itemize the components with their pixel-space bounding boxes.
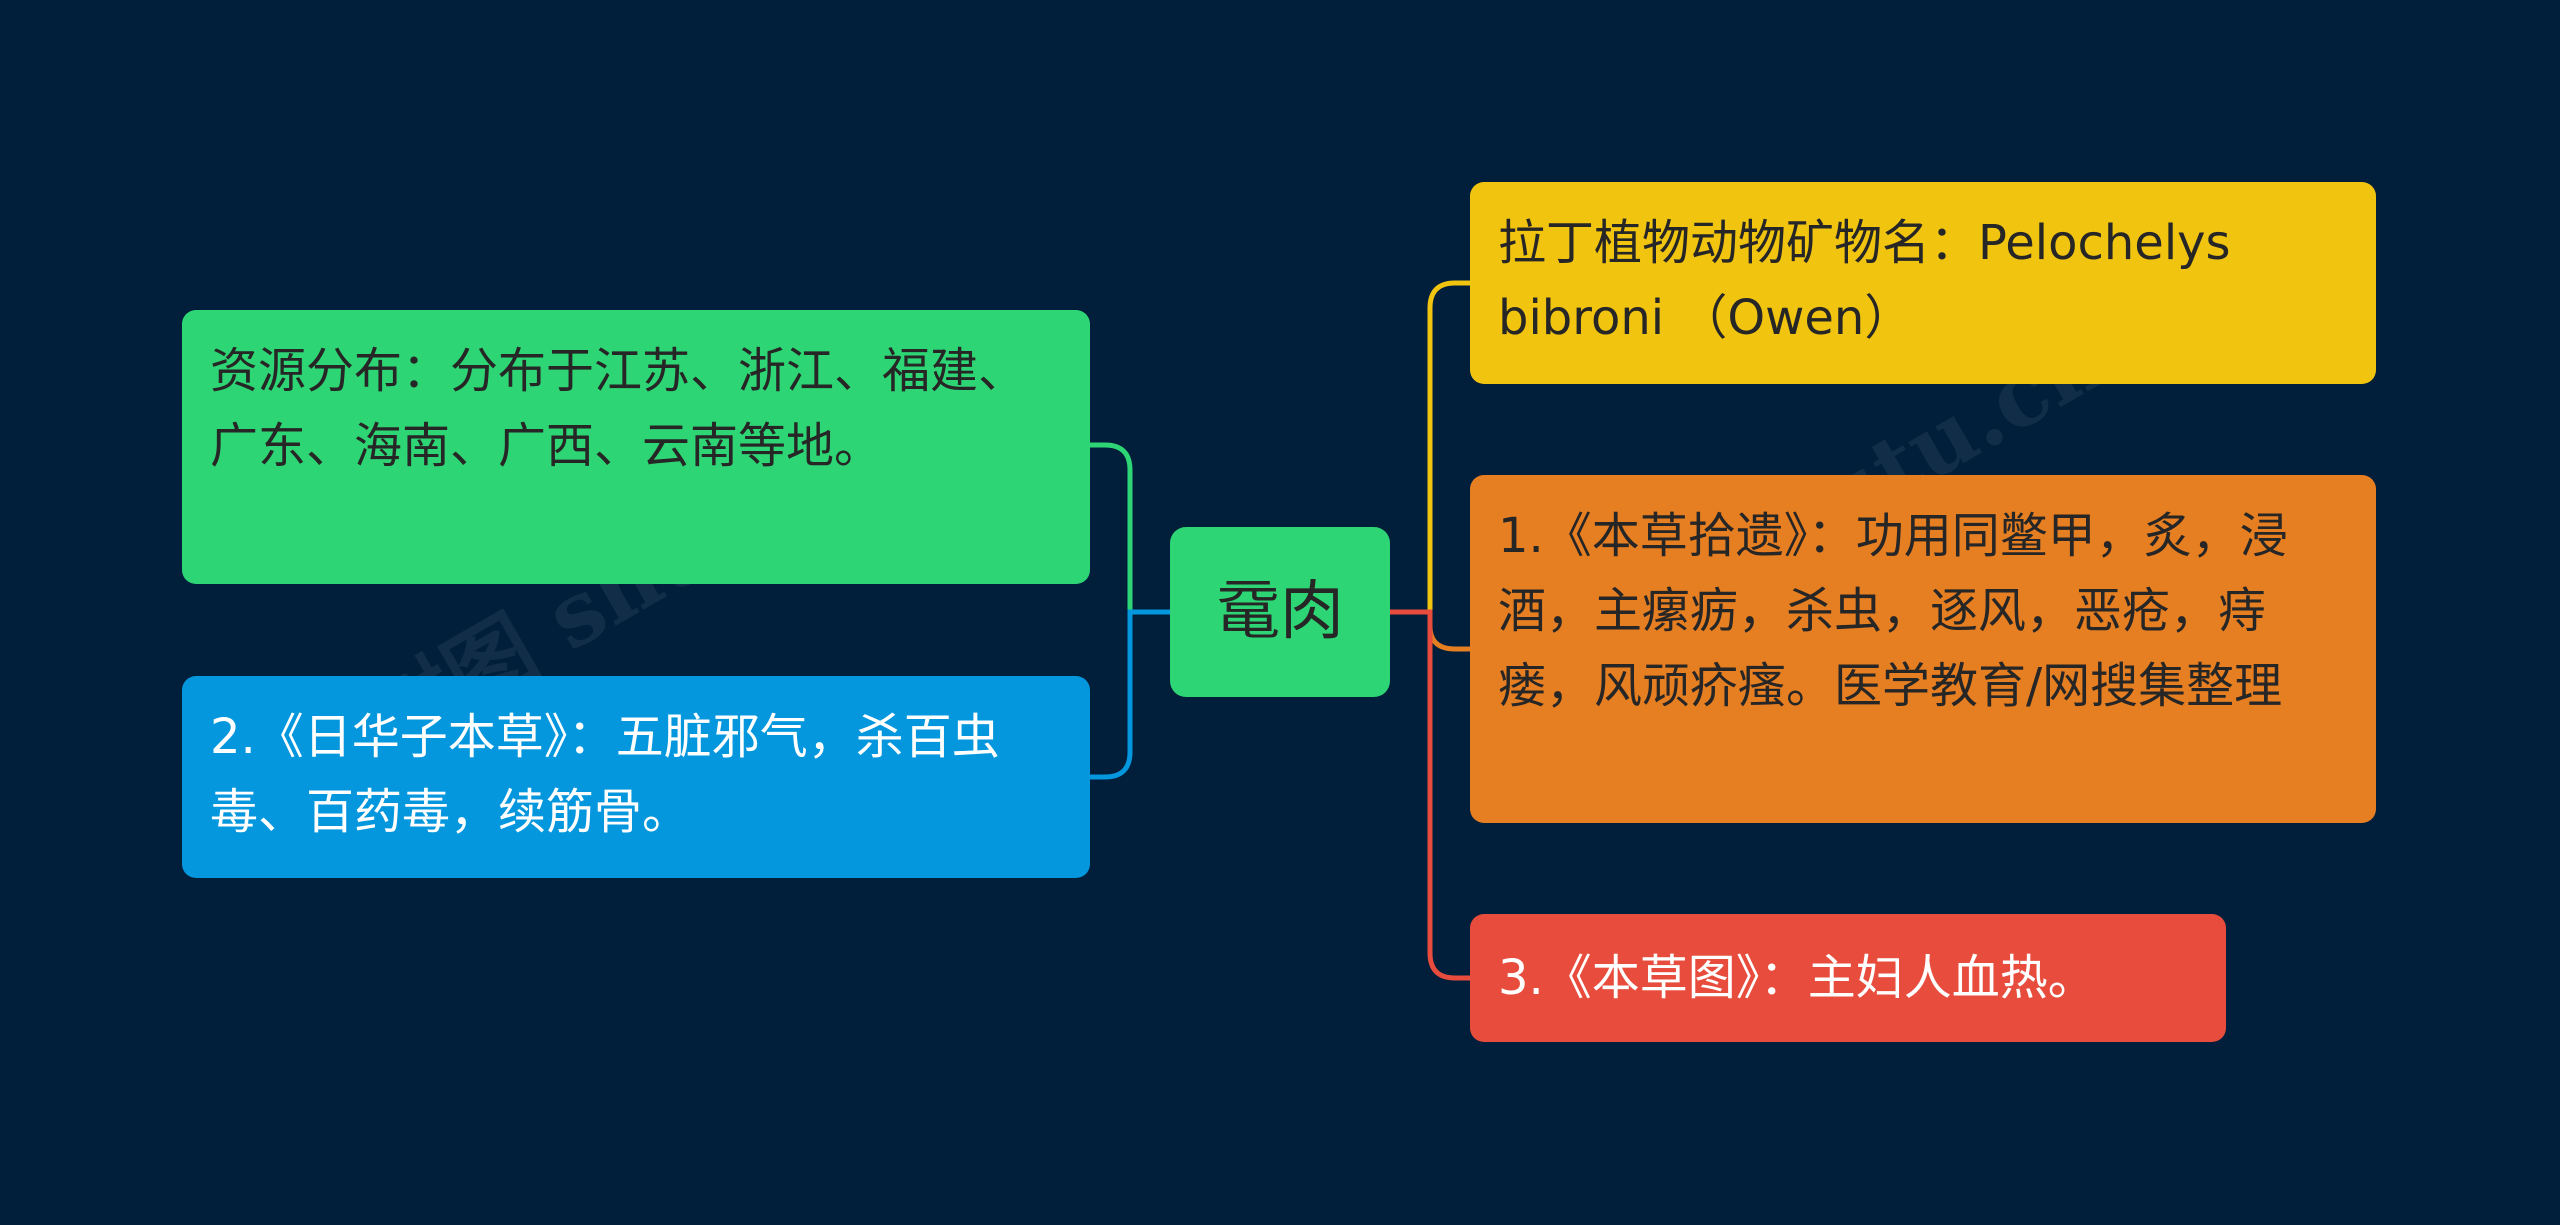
branch-node-latin-name[interactable]: 拉丁植物动物矿物名：Pelochelys bibroni （Owen） — [1470, 182, 2376, 384]
branch-node-bencao-tu[interactable]: 3.《本草图》：主妇人血热。 — [1470, 914, 2226, 1042]
branch-node-resource-distribution[interactable]: 资源分布：分布于江苏、浙江、福建、广东、海南、广西、云南等地。 — [182, 310, 1090, 584]
branch-node-text: 资源分布：分布于江苏、浙江、福建、广东、海南、广西、云南等地。 — [210, 343, 1027, 474]
central-topic-node[interactable]: 鼋肉 — [1170, 527, 1390, 697]
branch-node-bencao-shiyi[interactable]: 1.《本草拾遗》：功用同鳖甲，炙，浸酒，主瘰疬，杀虫，逐风，恶疮，痔瘘，风顽疥瘙… — [1470, 475, 2376, 823]
connector-center-to-resources — [1090, 442, 1170, 615]
connector-center-to-latin-name — [1390, 280, 1470, 615]
branch-node-text: 1.《本草拾遗》：功用同鳖甲，炙，浸酒，主瘰疬，杀虫，逐风，恶疮，痔瘘，风顽疥瘙… — [1498, 508, 2288, 714]
branch-node-rihuazi-bencao[interactable]: 2.《日华子本草》：五脏邪气，杀百虫毒、百药毒，续筋骨。 — [182, 676, 1090, 878]
branch-node-text: 3.《本草图》：主妇人血热。 — [1498, 950, 2096, 1006]
branch-node-text: 2.《日华子本草》：五脏邪气，杀百虫毒、百药毒，续筋骨。 — [210, 709, 1000, 840]
connector-center-to-rihuazi — [1090, 609, 1170, 780]
branch-node-text: 拉丁植物动物矿物名：Pelochelys bibroni （Owen） — [1498, 215, 2231, 346]
central-topic-label: 鼋肉 — [1216, 575, 1344, 649]
connector-center-to-bencao-tu — [1390, 609, 1470, 981]
